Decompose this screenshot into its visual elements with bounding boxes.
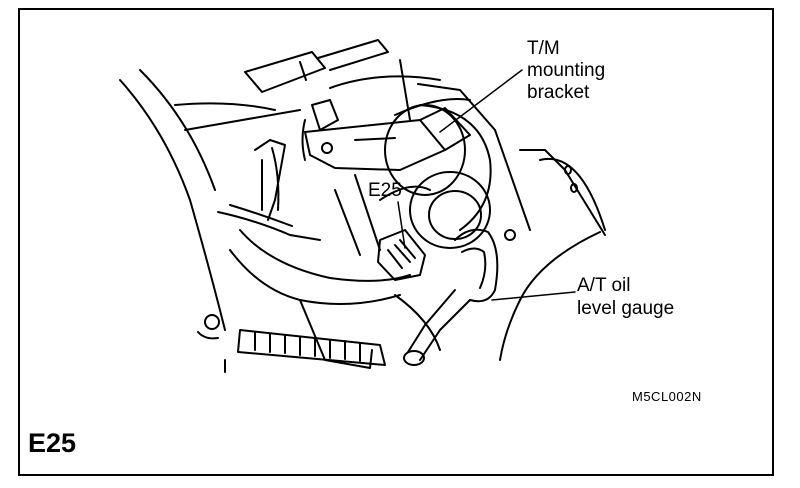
wiring-harness	[217, 99, 411, 305]
figure-frame	[18, 8, 774, 476]
fender-wheel-well	[499, 149, 606, 361]
tm-bracket-label-line-2: mounting	[527, 60, 606, 81]
tm-mounting-bracket-shape	[304, 107, 471, 171]
firewall	[329, 59, 531, 231]
oil-level-gauge-shape	[403, 228, 499, 366]
tm-bracket-label-line-1: T/M	[527, 38, 560, 59]
e25-callout-label: E25	[368, 180, 402, 201]
oil-gauge-label-line-1: A/T oil	[577, 275, 631, 296]
e25-connector-shape	[377, 229, 426, 281]
callout-leaders	[397, 69, 576, 301]
leader-tm-bracket	[439, 69, 523, 133]
body-panel	[119, 69, 301, 340]
drawing-code: M5CL002N	[632, 389, 702, 404]
leader-e25	[397, 201, 406, 249]
leader-oil-gauge	[491, 291, 576, 301]
oil-gauge-label-line-2: level gauge	[577, 298, 675, 319]
hood-strut	[244, 39, 389, 93]
connector-tag: E25	[28, 428, 77, 458]
lower-engine-detail	[224, 294, 441, 373]
tm-bracket-label-line-3: bracket	[527, 82, 590, 103]
